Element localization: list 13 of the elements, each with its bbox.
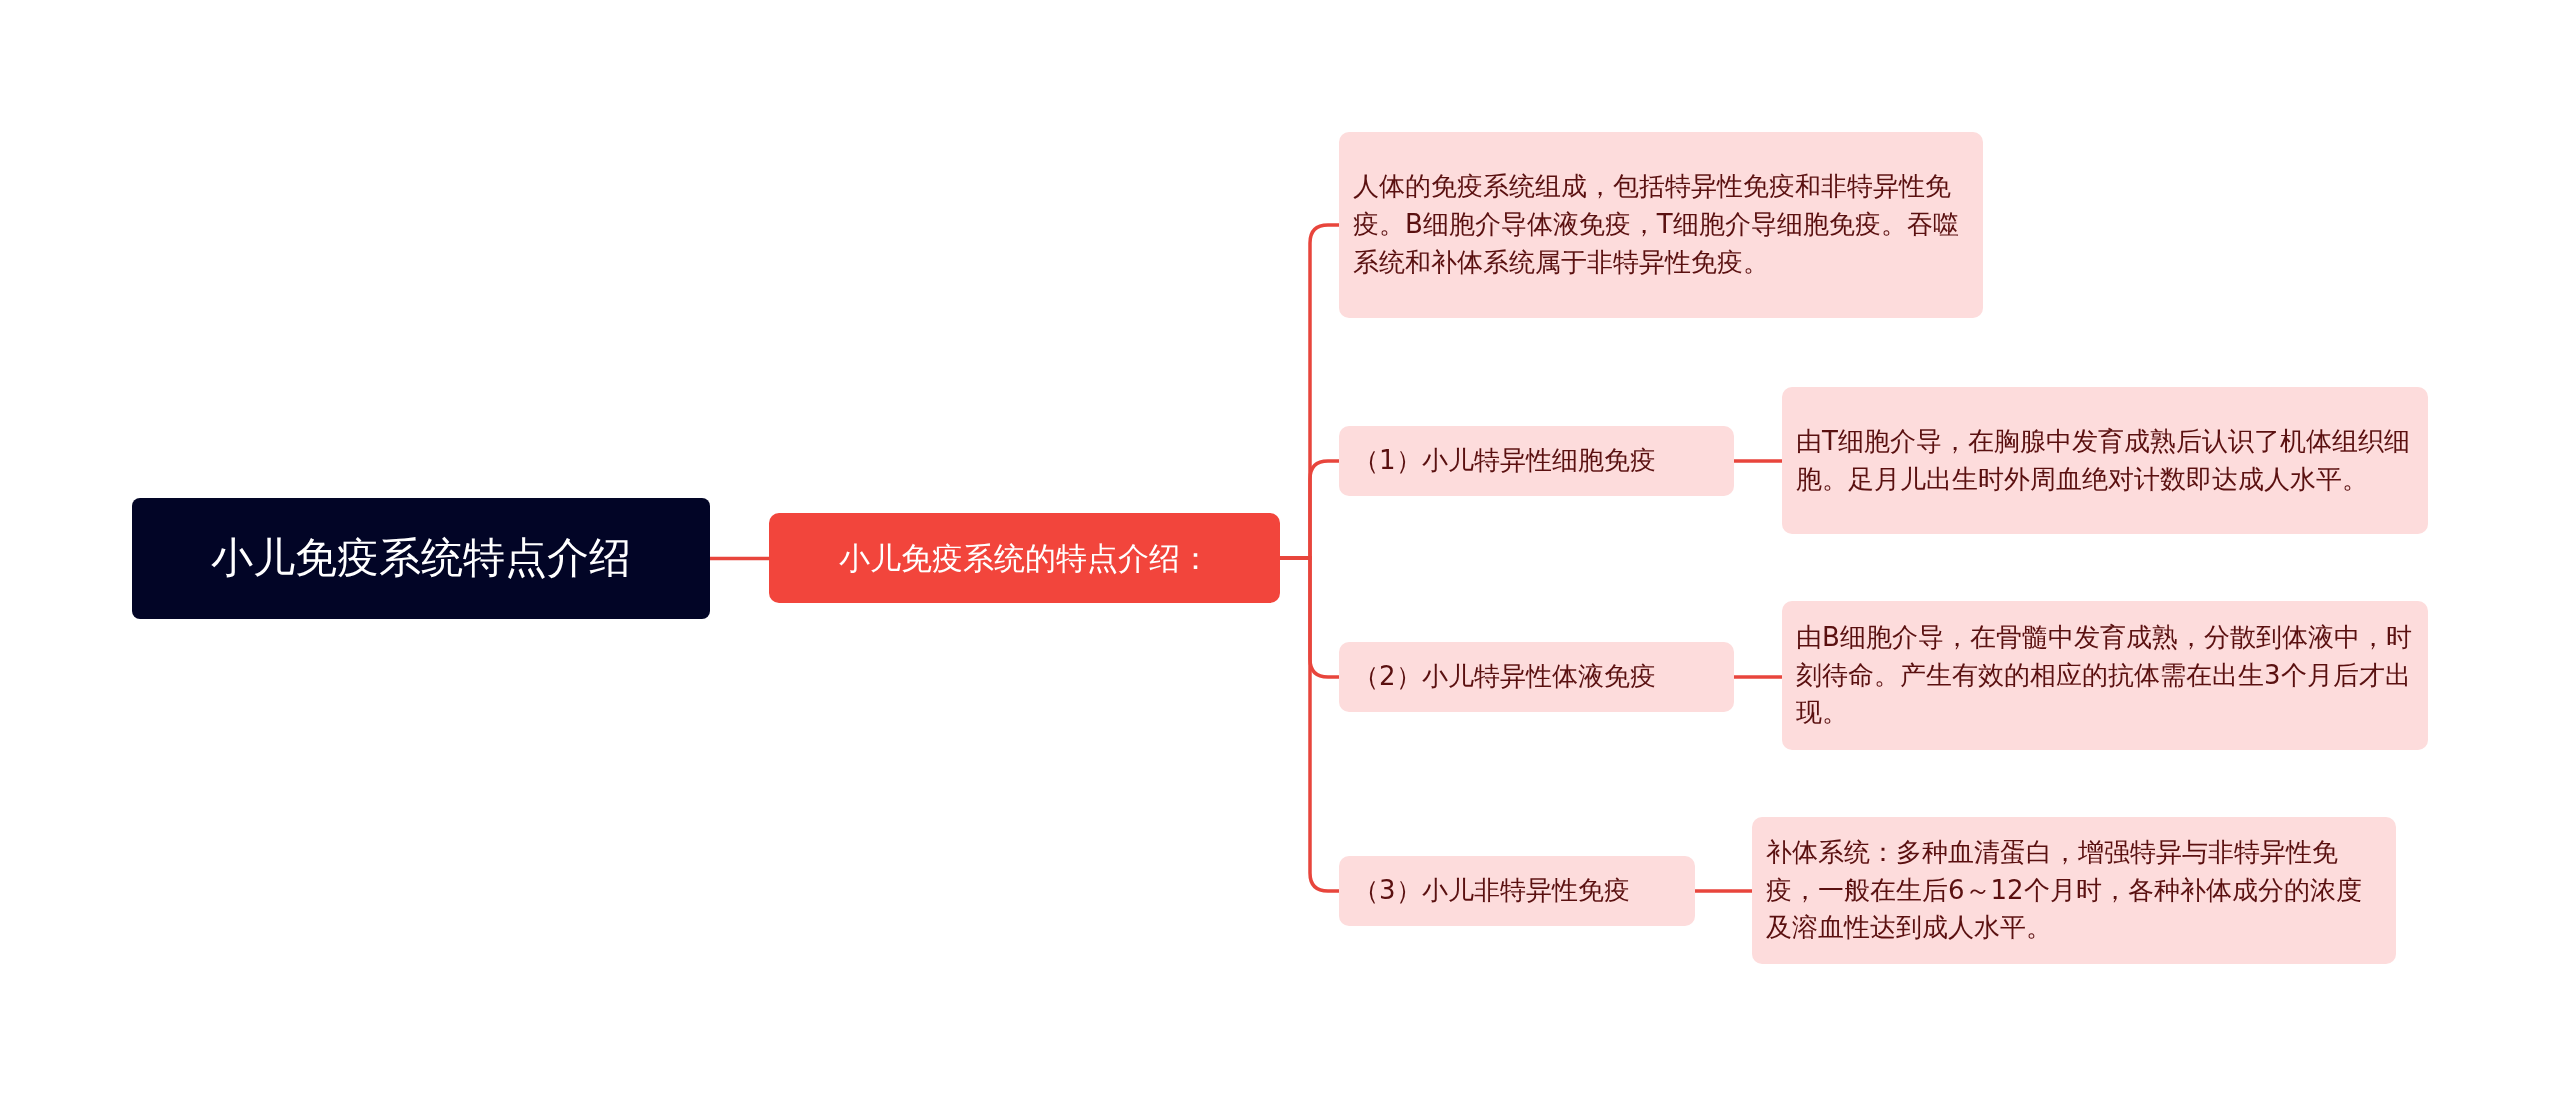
- leaf-box: （1）小儿特异性细胞免疫: [1339, 426, 1734, 496]
- leaf-box: （2）小儿特异性体液免疫: [1339, 642, 1734, 712]
- connector-line: [710, 556, 769, 561]
- connector-line: [1734, 675, 1782, 679]
- leaf-box: 人体的免疫系统组成，包括特异性免疫和非特异性免疫。B细胞介导体液免疫，T细胞介导细胞免疫。吞噬系统和补体系统属于非特异性免疫。: [1339, 132, 1983, 318]
- branch-box: 小儿免疫系统的特点介绍：: [769, 513, 1280, 603]
- leaf-box: 由B细胞介导，在骨髓中发育成熟，分散到体液中，时刻待命。产生有效的相应的抗体需在出生3个月后才出现。: [1782, 601, 2428, 750]
- leaf-box: （3）小儿非特异性免疫: [1339, 856, 1695, 926]
- topic-box: 小儿免疫系统特点介绍: [132, 498, 710, 619]
- connector-line: [1695, 889, 1752, 893]
- leaf-box: 由T细胞介导，在胸腺中发育成熟后认识了机体组织细胞。足月儿出生时外周血绝对计数即达成人水平。: [1782, 387, 2428, 534]
- leaf-box: 补体系统：多种血清蛋白，增强特异与非特异性免疫，一般在生后6～12个月时，各种补体成分的浓度及溶血性达到成人水平。: [1752, 817, 2396, 964]
- connector-line: [1734, 459, 1782, 463]
